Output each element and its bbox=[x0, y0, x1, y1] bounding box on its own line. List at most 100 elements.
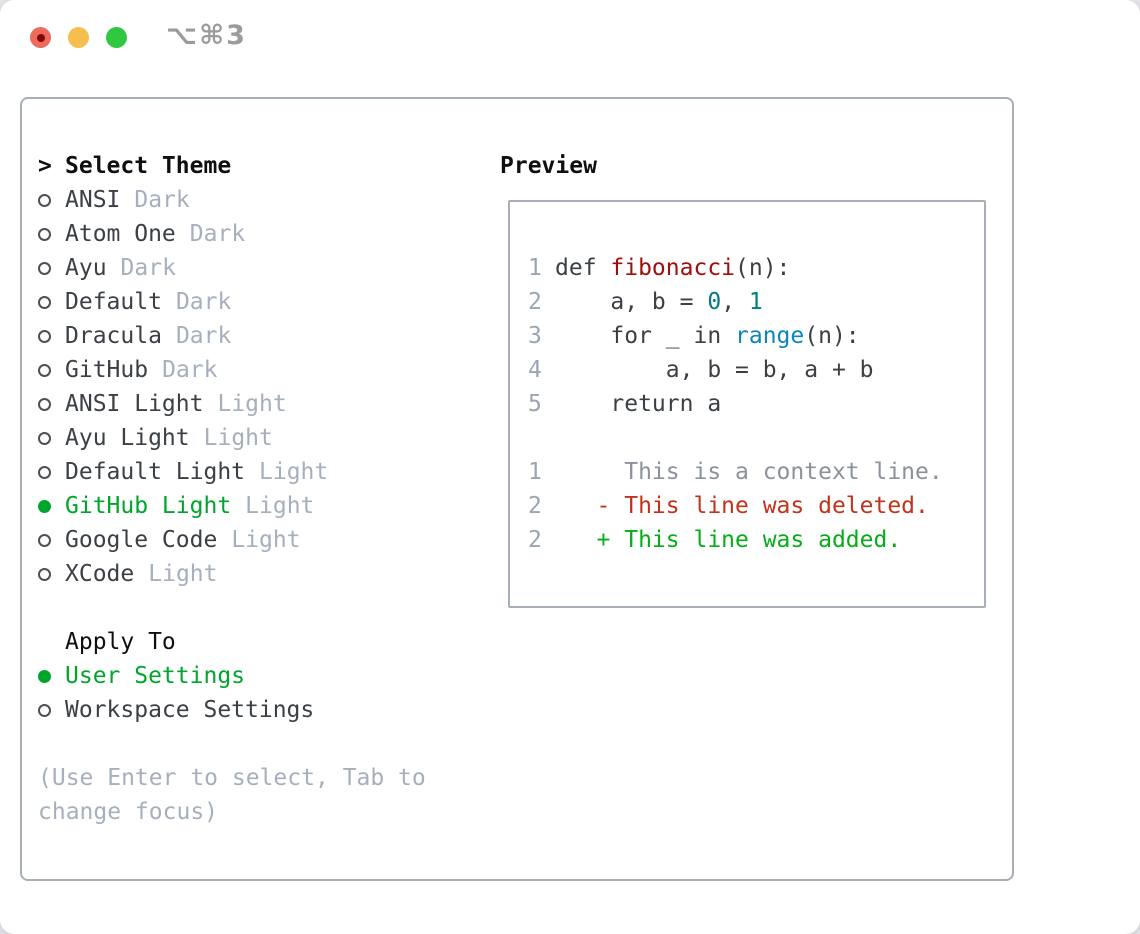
theme-option-google-code[interactable]: Google Code Light bbox=[38, 523, 426, 557]
theme-name: Ayu bbox=[65, 255, 107, 281]
theme-name: Atom One bbox=[65, 221, 176, 247]
circle-outline-icon bbox=[38, 193, 51, 207]
radio-icon bbox=[38, 193, 65, 207]
zoom-button[interactable] bbox=[106, 27, 127, 48]
code-segment-number: 0 bbox=[707, 289, 722, 315]
circle-outline-icon bbox=[38, 703, 51, 717]
filled-dot-icon bbox=[38, 499, 51, 513]
code-line: 2 a, b = 0, 1 bbox=[528, 285, 943, 319]
circle-outline-icon bbox=[38, 465, 51, 479]
line-number: 2 bbox=[528, 289, 542, 315]
theme-name: GitHub bbox=[65, 357, 149, 383]
code-segment-fg: , bbox=[721, 289, 749, 315]
theme-variant-label: Light bbox=[231, 527, 301, 553]
code-segment-title: fibonacci bbox=[610, 255, 736, 281]
apply-option-workspace-settings[interactable]: Workspace Settings bbox=[38, 693, 426, 727]
code-segment-deleted: - This line was deleted. bbox=[555, 493, 929, 519]
theme-variant-label: Dark bbox=[120, 255, 176, 281]
theme-option-ayu[interactable]: Ayu Dark bbox=[38, 251, 426, 285]
circle-outline-icon bbox=[38, 567, 51, 581]
radio-selected-icon bbox=[38, 669, 65, 683]
radio-icon bbox=[38, 431, 65, 445]
code-line: 5 return a bbox=[528, 387, 943, 421]
line-number: 5 bbox=[528, 391, 542, 417]
theme-variant-label: Dark bbox=[162, 357, 218, 383]
close-button[interactable] bbox=[30, 27, 51, 48]
spacer bbox=[38, 591, 426, 625]
theme-variant-label: Dark bbox=[175, 289, 232, 315]
code-line: 3 for _ in range(n): bbox=[528, 319, 943, 353]
spacer bbox=[528, 421, 943, 455]
code-segment-fg: (n): bbox=[735, 255, 791, 281]
line-content: return a bbox=[555, 391, 721, 417]
theme-name: Default Light bbox=[65, 459, 246, 485]
theme-variant-label: Dark bbox=[134, 187, 190, 213]
circle-outline-icon bbox=[38, 227, 51, 241]
line-number: 3 bbox=[528, 323, 542, 349]
minimize-button[interactable] bbox=[68, 27, 89, 48]
line-number: 4 bbox=[528, 357, 542, 383]
radio-icon bbox=[38, 465, 65, 479]
circle-outline-icon bbox=[38, 533, 51, 547]
radio-icon bbox=[38, 261, 65, 275]
radio-icon bbox=[38, 295, 65, 309]
theme-name: XCode bbox=[65, 561, 135, 587]
theme-name: GitHub Light bbox=[65, 493, 232, 519]
theme-variant-label: Light bbox=[217, 391, 287, 417]
circle-outline-icon bbox=[38, 397, 51, 411]
theme-option-default-light[interactable]: Default Light Light bbox=[38, 455, 426, 489]
diff-line: 2 + This line was added. bbox=[528, 523, 943, 557]
radio-icon bbox=[38, 329, 65, 343]
apply-option-label: User Settings bbox=[65, 663, 246, 689]
theme-option-github-light[interactable]: GitHub Light Light bbox=[38, 489, 426, 523]
radio-icon bbox=[38, 567, 65, 581]
filled-dot-icon bbox=[38, 669, 51, 683]
apply-option-user-settings[interactable]: User Settings bbox=[38, 659, 426, 693]
theme-variant-label: Light bbox=[203, 425, 273, 451]
line-content: a, b = 0, 1 bbox=[555, 289, 762, 315]
line-number: 2 bbox=[528, 493, 542, 519]
theme-name: Dracula bbox=[65, 323, 162, 349]
code-segment-fg: for _ in bbox=[555, 323, 736, 349]
apply-option-label: Workspace Settings bbox=[65, 697, 315, 723]
select-theme-header: > Select Theme bbox=[38, 149, 426, 183]
radio-icon bbox=[38, 533, 65, 547]
code-segment-fg: return a bbox=[555, 391, 722, 417]
theme-variant-label: Light bbox=[148, 561, 218, 587]
theme-option-ansi[interactable]: ANSI Dark bbox=[38, 183, 426, 217]
code-segment-builtin: range bbox=[735, 323, 805, 349]
theme-option-github[interactable]: GitHub Dark bbox=[38, 353, 426, 387]
diff-preview-block: 1 This is a context line.2 - This line w… bbox=[528, 455, 943, 557]
theme-name: ANSI Light bbox=[65, 391, 204, 417]
line-content: - This line was deleted. bbox=[555, 493, 929, 519]
radio-selected-icon bbox=[38, 499, 65, 513]
theme-name: ANSI bbox=[65, 187, 121, 213]
line-content: This is a context line. bbox=[555, 459, 943, 485]
window-titlebar: ⌥⌘3 bbox=[0, 0, 1140, 72]
circle-outline-icon bbox=[38, 363, 51, 377]
code-line: 4 a, b = b, a + b bbox=[528, 353, 943, 387]
code-segment-fg: a, b = b, a + b bbox=[555, 357, 874, 383]
window-title: ⌥⌘3 bbox=[166, 20, 247, 51]
chevron-right-icon: > bbox=[38, 153, 52, 179]
help-text-line-1: (Use Enter to select, Tab to bbox=[38, 765, 426, 791]
theme-variant-label: Light bbox=[259, 459, 329, 485]
circle-outline-icon bbox=[38, 295, 51, 309]
diff-line: 2 - This line was deleted. bbox=[528, 489, 943, 523]
unsaved-indicator-icon bbox=[36, 33, 45, 42]
theme-name: Google Code bbox=[65, 527, 218, 553]
line-content: for _ in range(n): bbox=[555, 323, 859, 349]
theme-variant-label: Light bbox=[245, 493, 315, 519]
radio-icon bbox=[38, 703, 65, 717]
theme-option-ansi-light[interactable]: ANSI Light Light bbox=[38, 387, 426, 421]
theme-option-xcode[interactable]: XCode Light bbox=[38, 557, 426, 591]
line-number: 1 bbox=[528, 255, 542, 281]
